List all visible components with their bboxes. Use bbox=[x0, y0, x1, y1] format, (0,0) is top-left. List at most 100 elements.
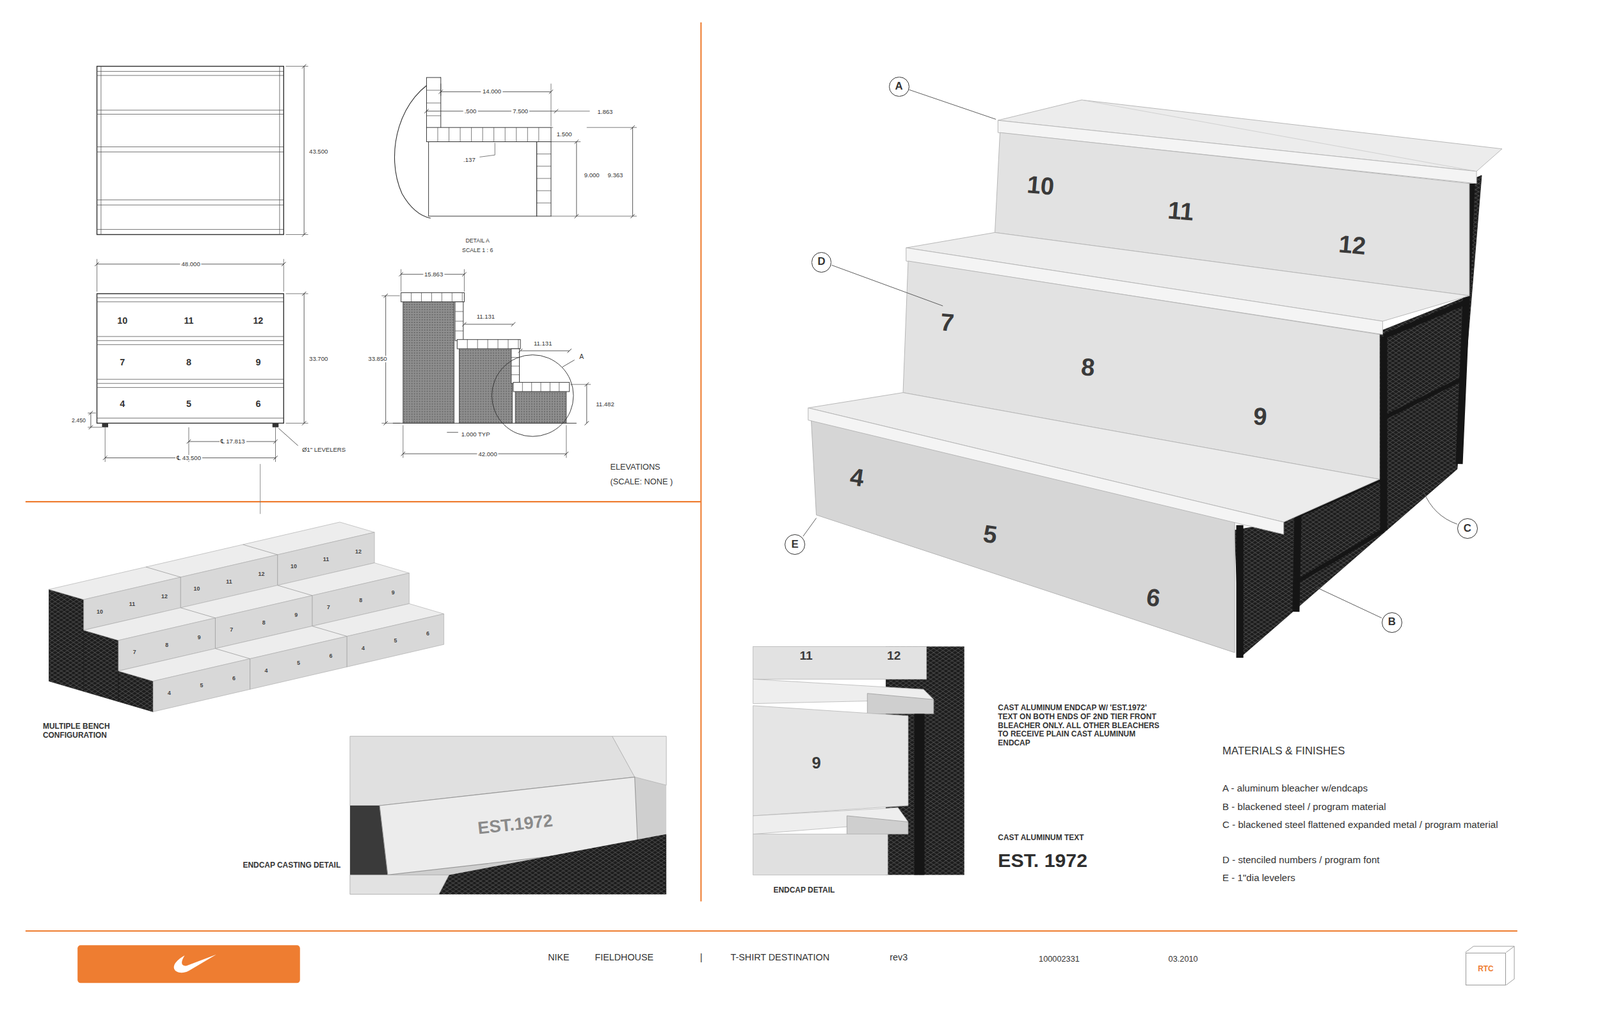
dimension-tick bbox=[302, 64, 306, 68]
plan-line bbox=[96, 199, 284, 201]
dimension: ℄ 17.813 bbox=[219, 439, 247, 446]
section-cell bbox=[549, 382, 551, 392]
extension-line bbox=[565, 425, 567, 459]
cast-text: EST.1972 bbox=[476, 810, 554, 839]
detail-marker: A bbox=[579, 353, 584, 361]
dimension-tick bbox=[88, 425, 93, 430]
section-cell bbox=[497, 339, 499, 349]
section-cap bbox=[455, 302, 464, 342]
leveler-symbol bbox=[272, 423, 280, 427]
seat-number: 10 bbox=[1025, 170, 1056, 201]
tread-seam bbox=[1081, 99, 1477, 172]
endcap-plain bbox=[846, 816, 909, 835]
dimension-tick bbox=[462, 272, 466, 277]
leader-line bbox=[1316, 587, 1382, 619]
steel-rail bbox=[1383, 377, 1466, 419]
callout-circle: C bbox=[1457, 518, 1478, 539]
extension-line bbox=[87, 426, 102, 428]
section-cell bbox=[460, 127, 461, 142]
dimension-tick bbox=[630, 125, 635, 130]
extension-line bbox=[285, 423, 308, 424]
dimension-line bbox=[632, 127, 633, 217]
module-joint bbox=[215, 618, 216, 649]
extension-line bbox=[551, 127, 553, 128]
dimension-tick bbox=[383, 421, 388, 425]
section-cell bbox=[426, 115, 441, 116]
extension-line bbox=[87, 412, 96, 414]
extension-line bbox=[381, 295, 400, 297]
dimension: .500 bbox=[463, 108, 479, 115]
section-cap bbox=[426, 77, 441, 129]
seat-number: 11 bbox=[1166, 195, 1195, 226]
seat-number: 9 bbox=[294, 611, 298, 619]
detail-scale: SCALE 1 : 6 bbox=[462, 247, 493, 254]
material-item: C - blackened steel flattened expanded m… bbox=[1222, 819, 1529, 831]
plan-line bbox=[96, 204, 284, 206]
plan-line bbox=[100, 66, 102, 235]
dimension-tick bbox=[511, 322, 516, 327]
section-cell bbox=[536, 165, 552, 167]
module-joint bbox=[180, 608, 216, 619]
dimension-line bbox=[304, 293, 305, 424]
seat-number: 4 bbox=[848, 462, 866, 493]
extension-line bbox=[570, 384, 591, 385]
module-joint bbox=[346, 636, 348, 667]
section-cell bbox=[504, 127, 506, 142]
floor-line bbox=[392, 423, 577, 424]
bleacher-nose bbox=[808, 407, 1284, 535]
dimension: 48.000 bbox=[180, 261, 202, 268]
photo-ground bbox=[350, 736, 667, 895]
seat-number: 12 bbox=[258, 570, 265, 578]
seat-number: 5 bbox=[981, 519, 999, 550]
front-line bbox=[96, 387, 284, 388]
seat-number: 8 bbox=[262, 619, 266, 626]
dimension: 2.450 bbox=[71, 417, 86, 424]
module-joint bbox=[277, 554, 278, 586]
view-caption: ENDCAP CASTING DETAIL bbox=[242, 861, 345, 871]
front-view bbox=[96, 293, 284, 424]
seat-number: 12 bbox=[252, 314, 264, 326]
front-line bbox=[96, 417, 284, 419]
seat-number: 6 bbox=[255, 398, 261, 409]
callout-letter: D bbox=[817, 256, 825, 268]
callout-letter: E bbox=[791, 539, 799, 551]
logo-box: RTC bbox=[1465, 952, 1507, 986]
dimension-line bbox=[464, 323, 514, 325]
dimension-tick bbox=[302, 421, 306, 425]
view-scale: (SCALE: NONE ) bbox=[609, 476, 673, 487]
dimension-tick bbox=[518, 348, 523, 353]
panel-divider bbox=[25, 501, 701, 503]
seat-number: 9 bbox=[811, 753, 821, 773]
dimension-tick bbox=[574, 214, 579, 219]
section-cell bbox=[540, 382, 542, 392]
dimension-tick bbox=[94, 262, 99, 267]
casting-tread bbox=[350, 874, 450, 895]
leader-line bbox=[562, 360, 575, 368]
dimension: 11.482 bbox=[595, 400, 615, 408]
extension-line bbox=[551, 215, 637, 217]
footer-text: NIKE bbox=[547, 951, 569, 962]
view-caption: ENDCAP DETAIL bbox=[773, 886, 836, 896]
dimension-line bbox=[586, 384, 587, 424]
material-item: A - aluminum bleacher w/endcaps bbox=[1222, 782, 1529, 794]
bench-riser bbox=[152, 613, 444, 712]
dimension-tick bbox=[273, 439, 278, 444]
dimension-tick bbox=[281, 262, 286, 267]
section-cell bbox=[493, 127, 495, 142]
section-cell bbox=[426, 102, 441, 104]
extension-line bbox=[550, 83, 552, 127]
section-cell bbox=[431, 292, 432, 302]
dimension: 1.863 bbox=[597, 107, 614, 115]
dimension: 42.000 bbox=[477, 451, 499, 458]
seat-number: 6 bbox=[1144, 583, 1162, 614]
bleacher-riser bbox=[753, 834, 888, 876]
leader-line bbox=[278, 428, 298, 446]
callout-circle: D bbox=[811, 252, 832, 273]
seat-number: 10 bbox=[290, 563, 297, 570]
plan-line bbox=[96, 110, 284, 111]
dimension-tick bbox=[462, 322, 466, 327]
callout-letter: A bbox=[895, 81, 904, 93]
leader-line bbox=[803, 518, 817, 537]
